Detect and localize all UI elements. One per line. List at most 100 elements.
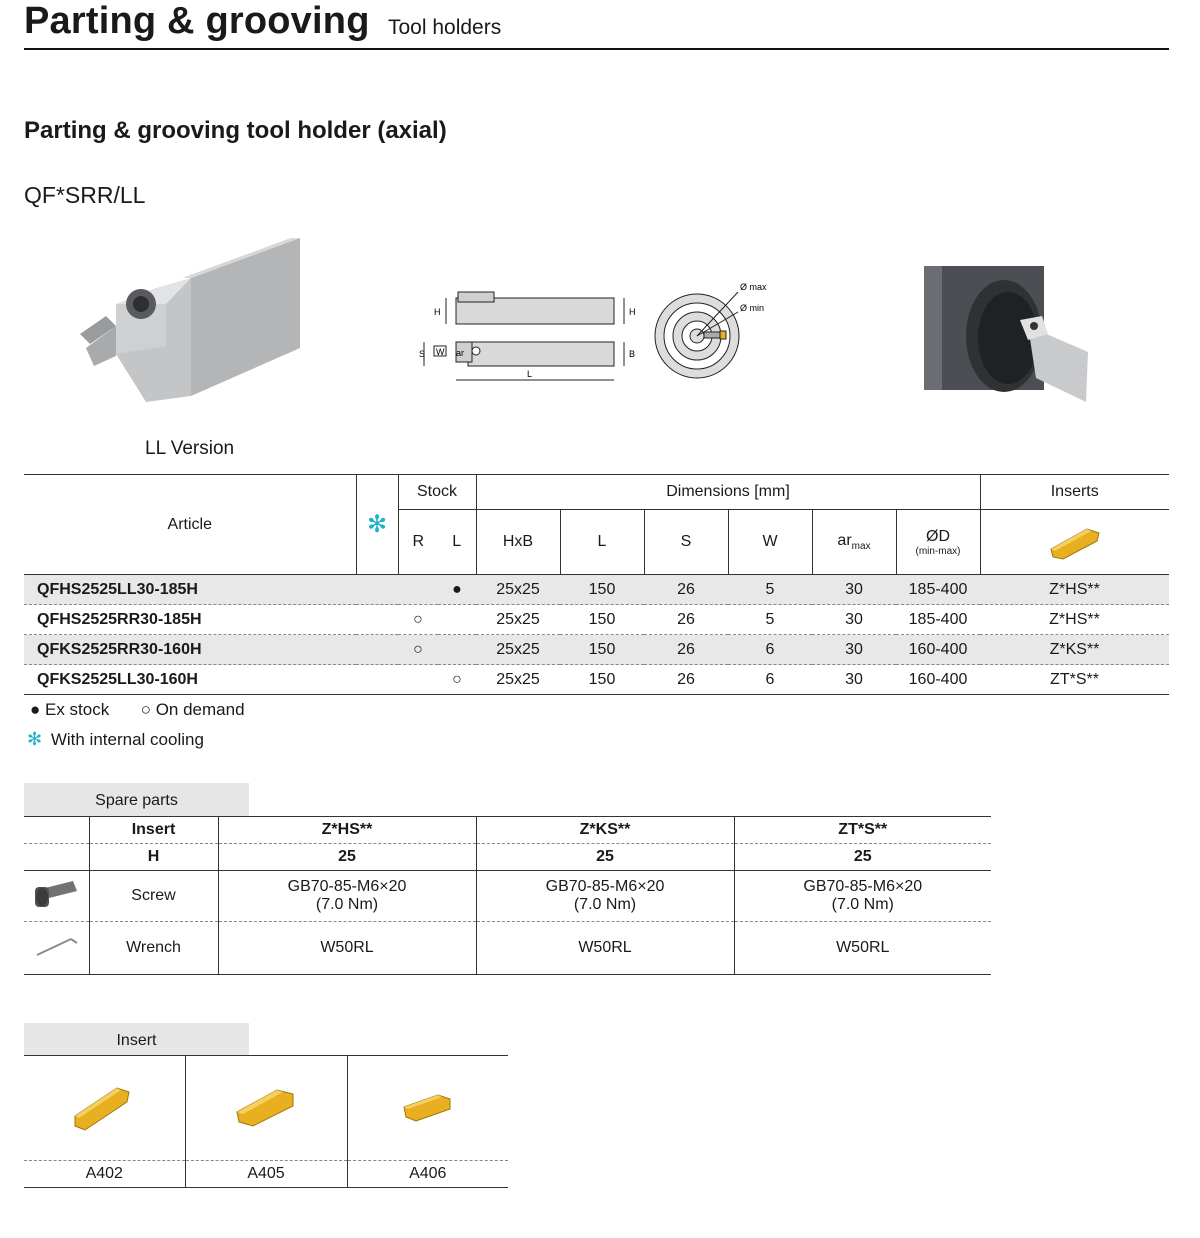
- legend-ex-stock: ● Ex stock: [30, 700, 110, 719]
- cell-len: 150: [560, 634, 644, 665]
- spare-h-1: 25: [475, 843, 734, 871]
- cell-od: 160-400: [896, 664, 980, 695]
- cell-hxb: 25x25: [476, 664, 560, 695]
- drawing-label-dmax: Ø max: [740, 282, 767, 292]
- cell-r: [398, 574, 438, 605]
- insert-image-a406: [346, 1055, 508, 1161]
- cell-article: QFHS2525RR30-185H: [24, 604, 356, 635]
- image-caption: LL Version: [145, 438, 235, 459]
- cell-cool: [356, 664, 398, 695]
- drawing-label-s: S: [419, 349, 425, 359]
- cell-r: ○: [398, 604, 438, 635]
- spare-parts-label: Spare parts: [24, 783, 249, 816]
- cell-ar: 30: [812, 634, 896, 665]
- spare-wrench-label: Wrench: [88, 921, 218, 975]
- section-title: Parting & grooving tool holder (axial): [24, 117, 447, 144]
- cell-s: 26: [644, 664, 728, 695]
- stock-header: Stock: [397, 474, 476, 510]
- cell-od: 185-400: [896, 574, 980, 605]
- insert-gallery: A402 A405 A406: [24, 1055, 508, 1188]
- spare-screw-2: GB70-85-M6×20(7.0 Nm): [733, 870, 991, 922]
- cell-w: 5: [728, 604, 812, 635]
- cell-w: 6: [728, 634, 812, 665]
- cell-cool: [356, 604, 398, 635]
- cell-cool: [356, 634, 398, 665]
- legend-cooling-text: With internal cooling: [50, 730, 204, 749]
- cell-insert: Z*HS**: [980, 574, 1169, 605]
- spare-screw-0: GB70-85-M6×20(7.0 Nm): [217, 870, 476, 922]
- od-header: ØD(min-max): [895, 509, 980, 575]
- cell-ar: 30: [812, 664, 896, 695]
- w-header: W: [727, 509, 812, 575]
- spare-h-0: 25: [217, 843, 476, 871]
- cell-l: ○: [438, 664, 476, 695]
- cell-w: 5: [728, 574, 812, 605]
- axial-grooving-image: [924, 266, 1088, 402]
- stock-r-header: R: [397, 509, 438, 575]
- spare-insert-0: Z*HS**: [217, 816, 476, 844]
- cell-hxb: 25x25: [476, 604, 560, 635]
- cell-insert: Z*KS**: [980, 634, 1169, 665]
- cell-l: [438, 634, 476, 665]
- model-code: QF*SRR/LL: [24, 182, 146, 208]
- stock-l-header: L: [438, 509, 476, 575]
- cooling-icon: ✻: [355, 474, 398, 575]
- tool-holder-image: [80, 238, 300, 402]
- cell-r: ○: [398, 634, 438, 665]
- spare-insert-1: Z*KS**: [475, 816, 734, 844]
- spare-h-2: 25: [733, 843, 991, 871]
- legend-on-demand: ○ On demand: [140, 700, 245, 719]
- insert-section-label: Insert: [24, 1023, 249, 1056]
- cell-hxb: 25x25: [476, 574, 560, 605]
- dimension-drawing: H H S W ar B L Ø max Ø min: [419, 282, 767, 381]
- cell-l: [438, 604, 476, 635]
- dimensions-header: Dimensions [mm]: [475, 474, 980, 510]
- drawing-label-b: B: [629, 349, 635, 359]
- cooling-symbol: ✻: [366, 511, 388, 538]
- insert-label-2: A406: [346, 1160, 508, 1188]
- drawing-label-h: H: [434, 307, 441, 317]
- cooling-legend-icon: ✻: [27, 729, 43, 749]
- article-header: Article: [24, 474, 356, 575]
- cell-w: 6: [728, 664, 812, 695]
- spare-screw-1: GB70-85-M6×20(7.0 Nm): [475, 870, 734, 922]
- cell-od: 185-400: [896, 604, 980, 635]
- cell-r: [398, 664, 438, 695]
- insert-image-a405: [184, 1055, 347, 1161]
- cell-len: 150: [560, 664, 644, 695]
- length-header: L: [559, 509, 644, 575]
- cell-cool: [356, 574, 398, 605]
- spare-screw-label: Screw: [88, 870, 218, 922]
- cell-len: 150: [560, 574, 644, 605]
- cell-article: QFKS2525LL30-160H: [24, 664, 356, 695]
- drawing-label-l: L: [527, 369, 532, 379]
- spare-wrench-0: W50RL: [217, 921, 476, 975]
- cell-hxb: 25x25: [476, 634, 560, 665]
- insert-image-a402: [24, 1055, 185, 1161]
- cell-len: 150: [560, 604, 644, 635]
- insert-icon: [979, 509, 1169, 575]
- spare-parts-table: Insert Z*HS** Z*KS** ZT*S** H 25 25 25 S…: [24, 816, 991, 975]
- inserts-header: Inserts: [979, 474, 1169, 510]
- spare-wrench-1: W50RL: [475, 921, 734, 975]
- spare-insert-2: ZT*S**: [733, 816, 991, 844]
- screw-icon: [24, 870, 89, 922]
- title-rule: [24, 48, 1169, 50]
- article-table: Article ✻ Stock Dimensions [mm] Inserts …: [24, 474, 1169, 695]
- cell-insert: Z*HS**: [980, 604, 1169, 635]
- drawing-label-w: W: [436, 347, 445, 357]
- spare-h-label: H: [88, 843, 218, 871]
- cell-article: QFKS2525RR30-160H: [24, 634, 356, 665]
- cell-s: 26: [644, 604, 728, 635]
- cell-s: 26: [644, 574, 728, 605]
- drawing-label-ar: ar: [456, 348, 464, 358]
- cell-article: QFHS2525LL30-185H: [24, 574, 356, 605]
- cell-l: ●: [438, 574, 476, 605]
- insert-label-0: A402: [24, 1160, 185, 1188]
- cell-ar: 30: [812, 604, 896, 635]
- legend-cooling: ✻ With internal cooling: [27, 729, 204, 750]
- cell-s: 26: [644, 634, 728, 665]
